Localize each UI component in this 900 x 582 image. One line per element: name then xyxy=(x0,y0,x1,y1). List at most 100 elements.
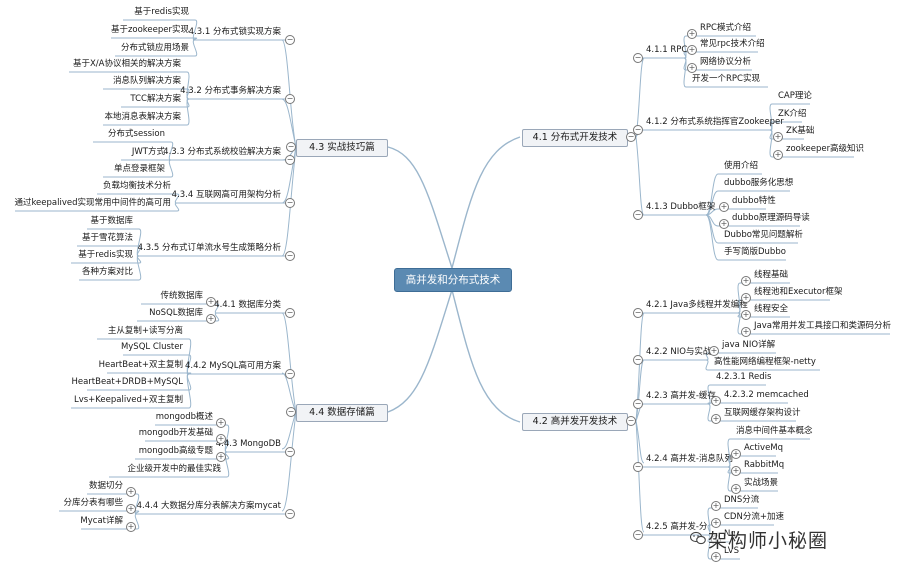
expand-toggle-s425-0[interactable]: + xyxy=(711,501,721,511)
leaf-s432-1[interactable]: 消息队列解决方案 xyxy=(112,76,181,86)
collapse-toggle-s413[interactable]: − xyxy=(633,210,643,220)
leaf-s411-0[interactable]: RPC模式介绍 xyxy=(700,23,751,33)
leaf-s425-2[interactable]: Ng xyxy=(724,529,736,539)
leaf-s424-3[interactable]: 实战场景 xyxy=(744,478,779,488)
leaf-s421-3[interactable]: Java常用并发工具接口和类源码分析 xyxy=(754,321,891,331)
collapse-toggle-s412[interactable]: − xyxy=(633,125,643,135)
expand-toggle-s424-2[interactable]: + xyxy=(731,466,741,476)
leaf-s423-2[interactable]: 互联网缓存架构设计 xyxy=(724,408,801,418)
sub-topic-s442[interactable]: 4.4.2 MySQL高可用方案 xyxy=(184,361,281,371)
sub-topic-s411[interactable]: 4.1.1 RPC xyxy=(646,45,688,55)
expand-toggle-s441-1[interactable]: + xyxy=(206,314,216,324)
leaf-s441-1[interactable]: NoSQL数据库 xyxy=(149,308,203,318)
leaf-s411-1[interactable]: 常见rpc技术介绍 xyxy=(700,39,765,49)
leaf-s413-1[interactable]: dubbo服务化思想 xyxy=(724,178,794,188)
leaf-s413-2[interactable]: dubbo特性 xyxy=(732,196,776,206)
leaf-s412-0[interactable]: CAP理论 xyxy=(778,91,812,101)
main-topic-b44[interactable]: 4.4 数据存储篇 xyxy=(296,404,388,422)
collapse-toggle-s425[interactable]: − xyxy=(633,530,643,540)
leaf-s433-2[interactable]: 单点登录框架 xyxy=(113,164,165,174)
leaf-s435-0[interactable]: 基于数据库 xyxy=(90,216,133,226)
leaf-s423-1[interactable]: 4.2.3.2 memcached xyxy=(724,390,809,400)
collapse-toggle-s443[interactable]: − xyxy=(285,447,295,457)
sub-topic-s431[interactable]: 4.3.1 分布式锁实现方案 xyxy=(188,27,281,37)
sub-topic-s413[interactable]: 4.1.3 Dubbo框架 xyxy=(646,202,716,212)
collapse-toggle-s421[interactable]: − xyxy=(633,308,643,318)
leaf-s425-3[interactable]: LVS xyxy=(724,546,740,556)
collapse-toggle-s422[interactable]: − xyxy=(633,355,643,365)
leaf-s434-1[interactable]: 通过keepalived实现常用中间件的高可用 xyxy=(14,198,171,208)
main-topic-b42[interactable]: 4.2 高并发开发技术 xyxy=(522,413,628,431)
leaf-s435-2[interactable]: 基于redis实现 xyxy=(78,250,133,260)
leaf-s425-1[interactable]: CDN分流+加速 xyxy=(724,512,784,522)
sub-topic-s425[interactable]: 4.2.5 高并发-分 xyxy=(646,522,708,532)
expand-toggle-s444-2[interactable]: + xyxy=(126,522,136,532)
expand-toggle-s412-3[interactable]: + xyxy=(773,150,783,160)
leaf-s433-0[interactable]: 分布式session xyxy=(108,129,165,139)
leaf-s424-1[interactable]: ActiveMq xyxy=(744,443,784,453)
collapse-toggle-s434[interactable]: − xyxy=(285,198,295,208)
leaf-s435-1[interactable]: 基于雪花算法 xyxy=(81,233,133,243)
leaf-s435-3[interactable]: 各种方案对比 xyxy=(81,267,133,277)
expand-toggle-s443-0[interactable]: + xyxy=(216,418,226,428)
sub-topic-s433[interactable]: 4.3.3 分布式系统校验解决方案 xyxy=(163,147,281,157)
sub-topic-s424[interactable]: 4.2.4 高并发-消息队列 xyxy=(646,454,733,464)
expand-toggle-s443-1[interactable]: + xyxy=(216,434,226,444)
leaf-s442-4[interactable]: Lvs+Keepalived+双主复制 xyxy=(73,395,183,405)
expand-toggle-s425-1[interactable]: + xyxy=(711,518,721,528)
collapse-toggle-b41[interactable]: − xyxy=(626,132,636,142)
leaf-s432-3[interactable]: 本地消息表解决方案 xyxy=(104,112,181,122)
collapse-toggle-s423[interactable]: − xyxy=(633,399,643,409)
collapse-toggle-s441[interactable]: − xyxy=(285,308,295,318)
collapse-toggle-b42[interactable]: − xyxy=(626,416,636,426)
leaf-s444-0[interactable]: 数据切分 xyxy=(88,481,123,491)
leaf-s443-1[interactable]: mongodb开发基础 xyxy=(138,428,213,438)
expand-toggle-s425-3[interactable]: + xyxy=(711,552,721,562)
expand-toggle-s444-1[interactable]: + xyxy=(126,504,136,514)
leaf-s432-0[interactable]: 基于X/A协议相关的解决方案 xyxy=(72,59,181,69)
collapse-toggle-s435[interactable]: − xyxy=(285,251,295,261)
leaf-s434-0[interactable]: 负载均衡技术分析 xyxy=(102,181,171,191)
sub-topic-s444[interactable]: 4.4.4 大数据分库分表解决方案mycat xyxy=(136,501,281,511)
leaf-s411-3[interactable]: 开发一个RPC实现 xyxy=(692,74,760,84)
expand-toggle-s413-2[interactable]: + xyxy=(719,202,729,212)
collapse-toggle-s411[interactable]: − xyxy=(633,53,643,63)
expand-toggle-s424-3[interactable]: + xyxy=(731,484,741,494)
leaf-s431-2[interactable]: 分布式锁应用场景 xyxy=(120,43,189,53)
leaf-s413-5[interactable]: 手写简版Dubbo xyxy=(724,247,786,257)
leaf-s422-1[interactable]: 高性能网络编程框架-netty xyxy=(714,357,816,367)
expand-toggle-s413-3[interactable]: + xyxy=(719,219,729,229)
sub-topic-s441[interactable]: 4.4.1 数据库分类 xyxy=(214,300,281,310)
sub-topic-s434[interactable]: 4.3.4 互联网高可用架构分析 xyxy=(171,190,281,200)
sub-topic-s435[interactable]: 4.3.5 分布式订单流水号生成策略分析 xyxy=(137,243,281,253)
leaf-s444-2[interactable]: Mycat详解 xyxy=(80,516,123,526)
leaf-s412-3[interactable]: zookeeper高级知识 xyxy=(786,144,865,154)
sub-topic-s422[interactable]: 4.2.2 NIO与实战 xyxy=(646,347,712,357)
root-node[interactable]: 高并发和分布式技术 xyxy=(394,268,512,292)
leaf-s441-0[interactable]: 传统数据库 xyxy=(160,291,203,301)
leaf-s442-0[interactable]: 主从复制+读写分离 xyxy=(107,326,183,336)
leaf-s431-1[interactable]: 基于zookeeper实现 xyxy=(110,25,189,35)
expand-toggle-s441-0[interactable]: + xyxy=(206,297,216,307)
collapse-toggle-s433[interactable]: − xyxy=(285,155,295,165)
leaf-s442-2[interactable]: HeartBeat+双主复制 xyxy=(98,360,183,370)
collapse-toggle-b44[interactable]: − xyxy=(286,407,296,417)
expand-toggle-s412-2[interactable]: + xyxy=(773,132,783,142)
expand-toggle-s423-1[interactable]: + xyxy=(711,396,721,406)
leaf-s413-3[interactable]: dubbo原理源码导读 xyxy=(732,213,810,223)
leaf-s422-0[interactable]: java NIO详解 xyxy=(722,340,776,350)
leaf-s442-3[interactable]: HeartBeat+DRDB+MySQL xyxy=(71,377,183,387)
expand-toggle-s421-2[interactable]: + xyxy=(741,310,751,320)
leaf-s424-2[interactable]: RabbitMq xyxy=(744,460,785,470)
collapse-toggle-b43[interactable]: − xyxy=(286,142,296,152)
leaf-s412-1[interactable]: ZK介绍 xyxy=(778,109,807,119)
leaf-s413-4[interactable]: Dubbo常见问题解析 xyxy=(724,230,803,240)
collapse-toggle-s432[interactable]: − xyxy=(285,94,295,104)
leaf-s443-3[interactable]: 企业级开发中的最佳实践 xyxy=(127,464,221,474)
leaf-s413-0[interactable]: 使用介绍 xyxy=(724,161,759,171)
expand-toggle-s444-0[interactable]: + xyxy=(126,487,136,497)
expand-toggle-s421-1[interactable]: + xyxy=(741,293,751,303)
leaf-s432-2[interactable]: TCC解决方案 xyxy=(130,94,181,104)
expand-toggle-s411-2[interactable]: + xyxy=(687,63,697,73)
sub-topic-s421[interactable]: 4.2.1 Java多线程并发编程 xyxy=(646,300,748,310)
